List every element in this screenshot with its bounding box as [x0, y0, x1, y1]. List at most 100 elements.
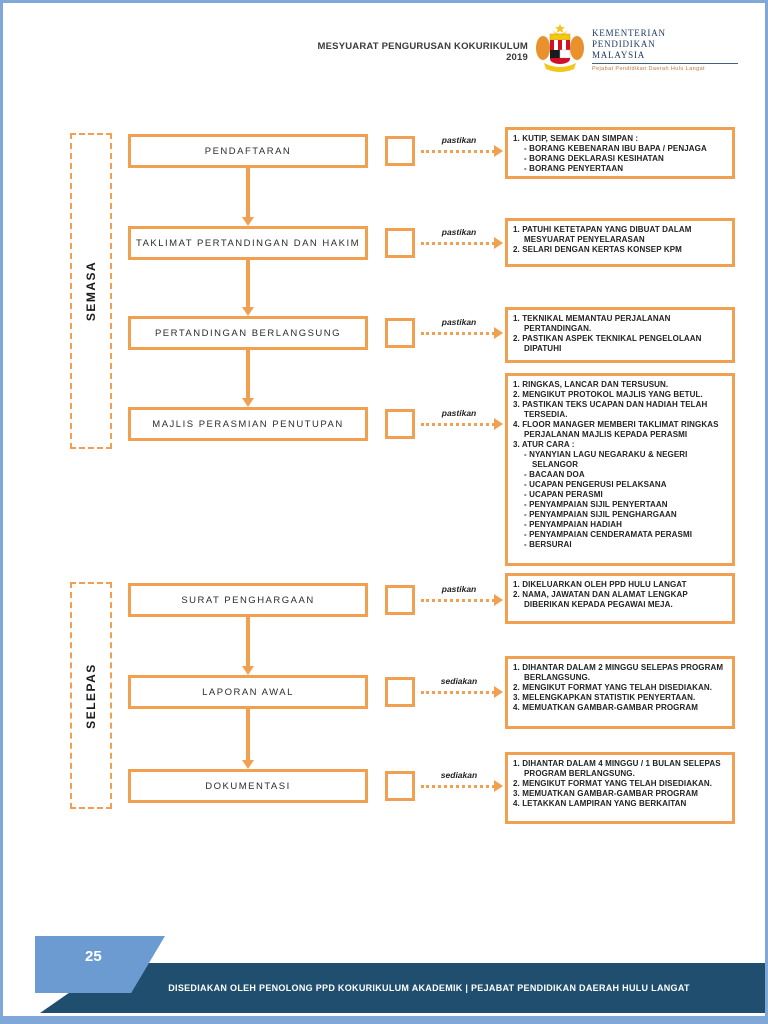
flow-box-label: SURAT PENGHARGAAN [181, 594, 315, 606]
arrow-down-icon [242, 760, 254, 769]
dotted-arrow [421, 599, 495, 602]
arrow-verb-label: pastikan [441, 227, 477, 237]
arrow-right-icon [494, 145, 503, 157]
checkpoint-box [385, 318, 415, 348]
flow-connector [246, 259, 250, 308]
note-line: - BERSURAI [524, 540, 572, 549]
checkpoint-box [385, 585, 415, 615]
dotted-arrow [421, 691, 495, 694]
note-line: - UCAPAN PENGERUSI PELAKSANA [524, 480, 667, 489]
footer-credit-bar: DISEDIAKAN OLEH PENOLONG PPD KOKURIKULUM… [40, 963, 768, 1013]
notes-pertandingan: 1. TEKNIKAL MEMANTAU PERJALANAN PERTANDI… [505, 307, 735, 363]
arrow-down-icon [242, 398, 254, 407]
note-line: - BORANG DEKLARASI KESIHATAN [524, 154, 664, 163]
flow-connector [246, 349, 250, 399]
note-line: - PENYAMPAIAN CENDERAMATA PERASMI [524, 530, 693, 539]
checkpoint-box [385, 228, 415, 258]
notes-surat: 1. DIKELUARKAN OLEH PPD HULU LANGAT 2. N… [505, 573, 735, 624]
notes-majlis: 1. RINGKAS, LANCAR DAN TERSUSUN. 2. MENG… [505, 373, 735, 566]
checkpoint-box [385, 771, 415, 801]
note-line: 1. PATUHI KETETAPAN YANG DIBUAT DALAM ME… [513, 225, 692, 244]
flow-box-label: DOKUMENTASI [205, 780, 291, 792]
arrow-verb-label: pastikan [441, 584, 477, 594]
note-line: 1. DIHANTAR DALAM 2 MINGGU SELEPAS PROGR… [513, 663, 724, 682]
header-divider [592, 63, 738, 64]
section-label: SELEPAS [84, 662, 98, 729]
flow-connector [246, 708, 250, 761]
note-line: 2. MENGIKUT PROTOKOL MAJLIS YANG BETUL. [513, 390, 703, 399]
note-line: 1. RINGKAS, LANCAR DAN TERSUSUN. [513, 380, 669, 389]
section-selepas: SELEPAS [70, 582, 112, 809]
flow-box-label: MAJLIS PERASMIAN PENUTUPAN [152, 418, 344, 430]
note-line: - BACAAN DOA [524, 470, 585, 479]
note-line: 2. NAMA, JAWATAN DAN ALAMAT LENGKAP DIBE… [513, 590, 688, 609]
dotted-arrow [421, 242, 495, 245]
note-line: 4. FLOOR MANAGER MEMBERI TAKLIMAT RINGKA… [513, 420, 719, 439]
note-line: 2. MENGIKUT FORMAT YANG TELAH DISEDIAKAN… [513, 683, 713, 692]
arrow-verb-label: sediakan [440, 770, 478, 780]
document-title: MESYUARAT PENGURUSAN KOKURIKULUM 2019 [317, 41, 528, 63]
note-line: 2. SELARI DENGAN KERTAS KONSEP KPM [513, 245, 682, 254]
note-line: 1. DIKELUARKAN OLEH PPD HULU LANGAT [513, 580, 687, 589]
ministry-name: KEMENTERIAN PENDIDIKAN MALAYSIA [592, 28, 742, 61]
arrow-right-icon [494, 594, 503, 606]
flow-box-label: LAPORAN AWAL [202, 686, 294, 698]
ministry-line: MALAYSIA [592, 50, 646, 60]
arrow-right-icon [494, 327, 503, 339]
note-line: 4. LETAKKAN LAMPIRAN YANG BERKAITAN [513, 799, 687, 808]
note-line: 2. MENGIKUT FORMAT YANG TELAH DISEDIAKAN… [513, 779, 713, 788]
note-line: - BORANG PENYERTAAN [524, 164, 624, 173]
dotted-arrow [421, 423, 495, 426]
note-line: - UCAPAN PERASMI [524, 490, 603, 499]
flow-box-pendaftaran: PENDAFTARAN [128, 134, 368, 168]
notes-taklimat: 1. PATUHI KETETAPAN YANG DIBUAT DALAM ME… [505, 218, 735, 267]
flow-box-taklimat: TAKLIMAT PERTANDINGAN DAN HAKIM [128, 226, 368, 260]
note-line: 4. MEMUATKAN GAMBAR-GAMBAR PROGRAM [513, 703, 699, 712]
checkpoint-box [385, 409, 415, 439]
arrow-down-icon [242, 307, 254, 316]
flow-box-pertandingan: PERTANDINGAN BERLANGSUNG [128, 316, 368, 350]
note-line: 1. KUTIP, SEMAK DAN SIMPAN : [513, 134, 639, 143]
arrow-verb-label: pastikan [441, 317, 477, 327]
flow-connector [246, 167, 250, 218]
dotted-arrow [421, 785, 495, 788]
arrow-right-icon [494, 780, 503, 792]
note-line: - PENYAMPAIAN SIJIL PENYERTAAN [524, 500, 668, 509]
note-line: - PENYAMPAIAN HADIAH [524, 520, 623, 529]
notes-dokumentasi: 1. DIHANTAR DALAM 4 MINGGU / 1 BULAN SEL… [505, 752, 735, 824]
arrow-verb-label: sediakan [440, 676, 478, 686]
notes-laporan: 1. DIHANTAR DALAM 2 MINGGU SELEPAS PROGR… [505, 656, 735, 729]
malaysia-coat-of-arms-logo [536, 24, 584, 72]
arrow-down-icon [242, 666, 254, 675]
note-line: 3. MEMUATKAN GAMBAR-GAMBAR PROGRAM [513, 789, 699, 798]
section-semasa: SEMASA [70, 133, 112, 449]
footer-credit-text: DISEDIAKAN OLEH PENOLONG PPD KOKURIKULUM… [168, 983, 690, 993]
note-line: - PENYAMPAIAN SIJIL PENGHARGAAN [524, 510, 677, 519]
note-line: - BORANG KEBENARAN IBU BAPA / PENJAGA [524, 144, 707, 153]
flow-box-surat: SURAT PENGHARGAAN [128, 583, 368, 617]
arrow-verb-label: pastikan [441, 135, 477, 145]
flow-box-majlis: MAJLIS PERASMIAN PENUTUPAN [128, 407, 368, 441]
ministry-subtitle: Pejabat Pendidikan Daerah Hulu Langat [592, 66, 705, 72]
arrow-right-icon [494, 686, 503, 698]
flow-box-label: PERTANDINGAN BERLANGSUNG [154, 327, 342, 339]
note-line: 3. PASTIKAN TEKS UCAPAN DAN HADIAH TELAH… [513, 400, 708, 419]
flow-box-label: PENDAFTARAN [204, 145, 292, 157]
dotted-arrow [421, 332, 495, 335]
flow-connector [246, 616, 250, 667]
flow-box-label: TAKLIMAT PERTANDINGAN DAN HAKIM [135, 237, 361, 249]
notes-pendaftaran: 1. KUTIP, SEMAK DAN SIMPAN : - BORANG KE… [505, 127, 735, 179]
note-line: 3. MELENGKAPKAN STATISTIK PENYERTAAN. [513, 693, 696, 702]
arrow-right-icon [494, 418, 503, 430]
flow-box-laporan: LAPORAN AWAL [128, 675, 368, 709]
dotted-arrow [421, 150, 495, 153]
flow-box-dokumentasi: DOKUMENTASI [128, 769, 368, 803]
ministry-line: KEMENTERIAN [592, 28, 666, 38]
page-number: 25 [85, 948, 102, 965]
section-label: SEMASA [84, 260, 98, 322]
note-line: 2. PASTIKAN ASPEK TEKNIKAL PENGELOLAAN D… [513, 334, 702, 353]
note-line: 3. ATUR CARA : [513, 440, 575, 449]
arrow-verb-label: pastikan [441, 408, 477, 418]
checkpoint-box [385, 677, 415, 707]
